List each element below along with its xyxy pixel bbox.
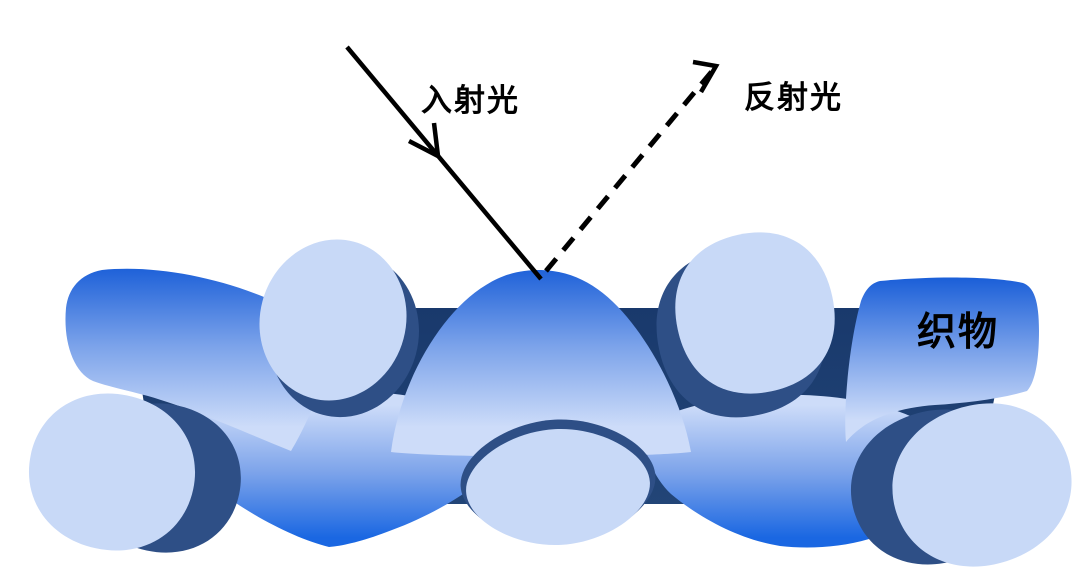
fabric-label: 织物 (917, 311, 1000, 354)
reflected-ray-arrowhead (692, 59, 720, 94)
incident-ray-arrowhead (407, 122, 441, 160)
cross-yarns (28, 232, 1072, 567)
cross-yarn (892, 403, 1072, 567)
top-yarn-right-cap (845, 277, 1039, 442)
cross-yarn (675, 232, 835, 394)
cross-yarn (259, 239, 407, 401)
cross-yarn (28, 393, 196, 551)
reflected-light-label: 反射光 (744, 80, 843, 115)
light-rays (345, 45, 720, 281)
incident-light-label: 入射光 (421, 83, 520, 118)
incident-ray-line (345, 45, 543, 281)
top-yarn-center-crest (391, 270, 691, 457)
reflected-ray-line (544, 68, 715, 273)
cross-yarn (466, 428, 650, 546)
